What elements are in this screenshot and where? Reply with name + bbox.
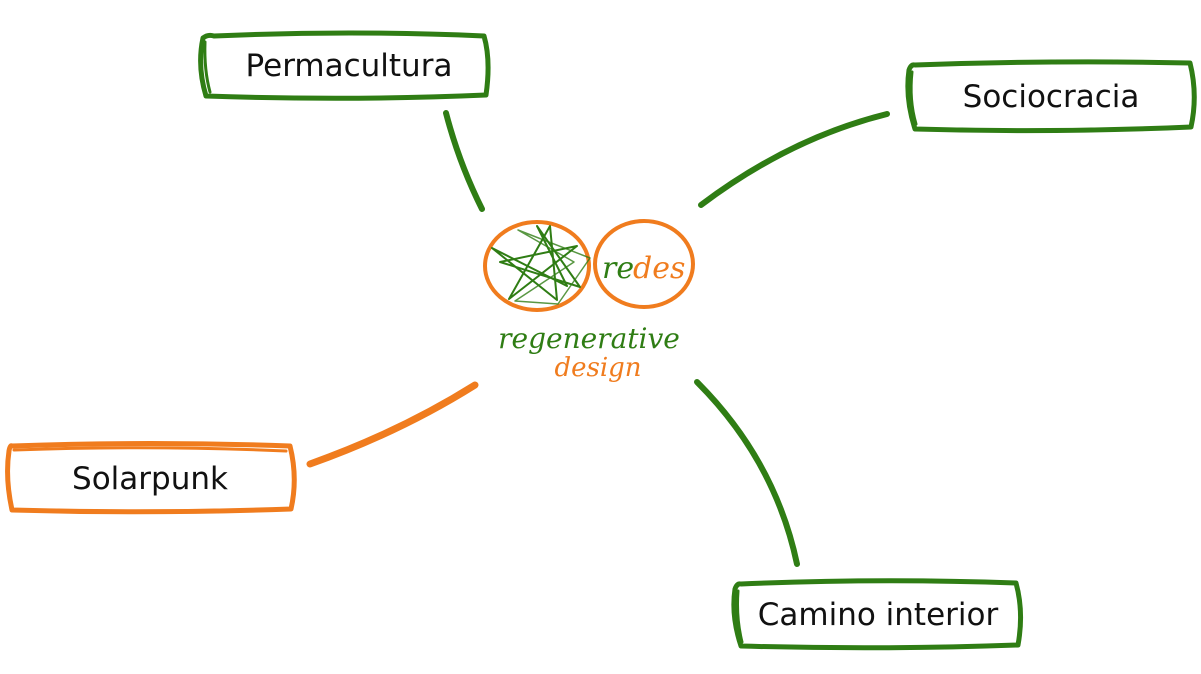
node-camino-interior-frame (731, 578, 1024, 651)
node-permacultura-frame-sketch (203, 40, 212, 94)
logo-brand-des: des (633, 251, 685, 286)
node-sociocracia-label: Sociocracia (963, 79, 1140, 115)
node-camino-interior-frame-sketch (736, 589, 744, 644)
node-solarpunk-frame (5, 441, 297, 515)
connector-sociocracia (698, 111, 890, 208)
logo-loop-right (593, 219, 695, 309)
node-camino-interior-label: Camino interior (758, 597, 999, 633)
node-solarpunk[interactable]: Solarpunk (5, 441, 297, 515)
connector-camino-interior (694, 379, 800, 567)
star-icon-inner (514, 229, 591, 305)
node-sociocracia-frame (905, 59, 1197, 134)
logo-tagline-design: design (554, 353, 641, 383)
connector-solarpunk (306, 381, 479, 468)
node-solarpunk-frame-sketch (12, 446, 288, 453)
star-icon (491, 225, 581, 301)
node-permacultura-frame (198, 30, 491, 101)
connector-permacultura (443, 110, 485, 212)
node-sociocracia[interactable]: Sociocracia (905, 59, 1197, 134)
node-permacultura[interactable]: Permacultura (198, 30, 491, 101)
node-solarpunk-label: Solarpunk (72, 461, 228, 497)
node-sociocracia-frame-sketch (909, 70, 918, 126)
logo-tagline-regenerative: regenerative (498, 322, 680, 355)
node-permacultura-label: Permacultura (246, 48, 453, 84)
logo-loop-left (483, 220, 591, 312)
node-camino-interior[interactable]: Camino interior (731, 578, 1024, 651)
logo-brand-re: re (602, 251, 634, 286)
redes-logo: re des regenerative design (483, 219, 695, 383)
